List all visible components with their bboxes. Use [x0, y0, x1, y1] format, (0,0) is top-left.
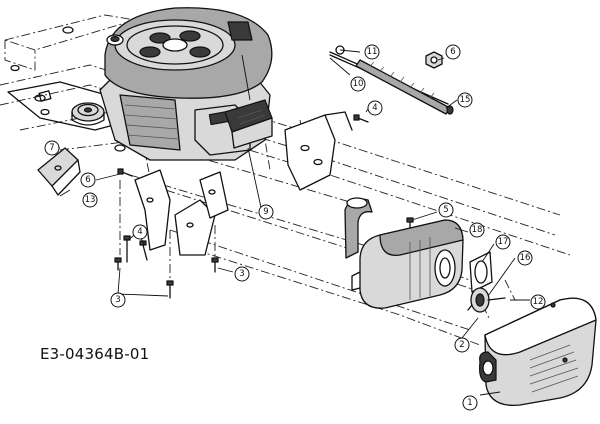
- callout-3-left: 3: [110, 292, 126, 308]
- bolts: [114, 114, 414, 299]
- callout-5: 5: [438, 202, 454, 218]
- callout-7: 7: [44, 140, 60, 156]
- callout-2: 2: [454, 337, 470, 353]
- engine-heat-shield: [224, 99, 273, 149]
- mount-bracket-right: [284, 111, 353, 191]
- mount-bracket-center: [134, 169, 229, 256]
- callout-9: 9: [258, 204, 274, 220]
- rod-assembly: [329, 45, 454, 115]
- callout-label: 3: [115, 295, 120, 305]
- callout-label: 5: [443, 205, 448, 215]
- callout-10: 10: [350, 76, 366, 92]
- callout-label: 6: [450, 47, 455, 57]
- callout-18: 18: [469, 222, 485, 238]
- callout-8: 6: [445, 44, 461, 60]
- engine-pulley: [71, 102, 105, 126]
- callout-4-lower: 4: [132, 224, 148, 240]
- callout-label: 6: [85, 175, 90, 185]
- callout-12: 12: [530, 294, 546, 310]
- nut: [425, 51, 443, 69]
- callout-label: 17: [498, 237, 509, 247]
- callout-label: 9: [263, 207, 268, 217]
- callout-label: 1: [467, 398, 472, 408]
- callout-label: 12: [533, 297, 544, 307]
- callout-label: 11: [367, 47, 378, 57]
- callout-label: 2: [459, 340, 464, 350]
- callout-16: 16: [517, 250, 533, 266]
- callout-15: 15: [457, 92, 473, 108]
- callout-label: 4: [137, 227, 142, 237]
- bracket-left: [37, 147, 81, 196]
- exhaust-pipe: [344, 197, 373, 259]
- muffler: [351, 219, 464, 309]
- callout-13: 13: [82, 192, 98, 208]
- muffler-guard: [479, 297, 597, 406]
- callout-4-upper: 4: [367, 100, 383, 116]
- callout-17: 17: [495, 234, 511, 250]
- callout-1: 1: [462, 395, 478, 411]
- callout-label: 4: [372, 103, 377, 113]
- callout-label: 18: [472, 225, 483, 235]
- callout-label: 13: [85, 195, 96, 205]
- drawing-code: E3-04364B-01: [40, 345, 150, 363]
- callout-label: 15: [460, 95, 471, 105]
- callout-11: 11: [364, 44, 380, 60]
- muffler-flange: [469, 251, 493, 293]
- callout-label: 10: [353, 79, 364, 89]
- callout-label: 3: [239, 269, 244, 279]
- spark-arrestor: [467, 287, 506, 313]
- callout-3-right: 3: [234, 266, 250, 282]
- callout-6-left: 6: [80, 172, 96, 188]
- callout-label: 7: [49, 143, 54, 153]
- callout-label: 16: [520, 253, 531, 263]
